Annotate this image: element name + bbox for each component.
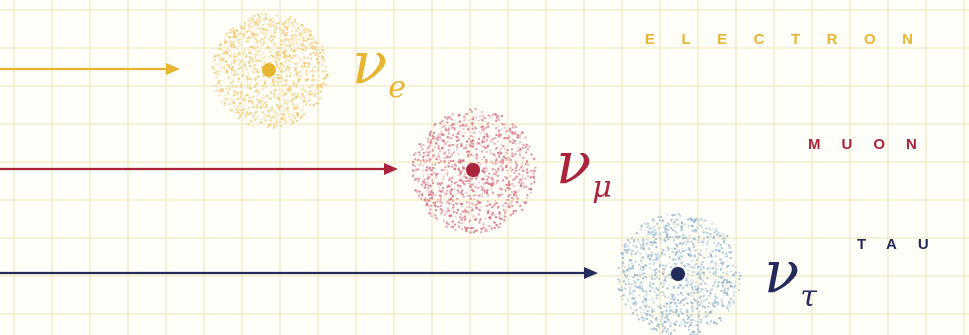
muon-flavor-label: MUON xyxy=(808,136,938,153)
muon-flavor-text: MUON xyxy=(808,136,938,153)
electron-flavor-text: ELECTRON xyxy=(645,31,940,48)
muon-neutrino-nu: ν xyxy=(556,129,592,197)
electron-neutrino-symbol: νe xyxy=(352,34,406,103)
tau-neutrino-nu: ν xyxy=(764,238,800,306)
electron-neutrino-core xyxy=(262,63,276,77)
tau-neutrino-symbol: ντ xyxy=(764,243,817,312)
electron-flavor-label: ELECTRON xyxy=(645,31,940,48)
tau-flavor-text: TAU xyxy=(857,236,950,253)
muon-neutrino-symbol: νμ xyxy=(556,134,612,203)
tau-neutrino-arrow xyxy=(0,267,598,279)
electron-neutrino-subscript: e xyxy=(388,70,407,105)
tau-neutrino-core xyxy=(671,267,685,281)
electron-neutrino-cloud xyxy=(211,12,329,129)
muon-neutrino-subscript: μ xyxy=(592,170,612,205)
muon-neutrino-arrow xyxy=(0,163,398,175)
tau-neutrino-subscript: τ xyxy=(800,279,817,314)
electron-neutrino-nu: ν xyxy=(352,29,388,97)
muon-neutrino-cloud xyxy=(411,108,537,234)
muon-neutrino-core xyxy=(466,163,480,177)
tau-flavor-label: TAU xyxy=(857,236,950,253)
tau-neutrino-cloud xyxy=(617,213,742,335)
electron-neutrino-arrow xyxy=(0,63,180,75)
